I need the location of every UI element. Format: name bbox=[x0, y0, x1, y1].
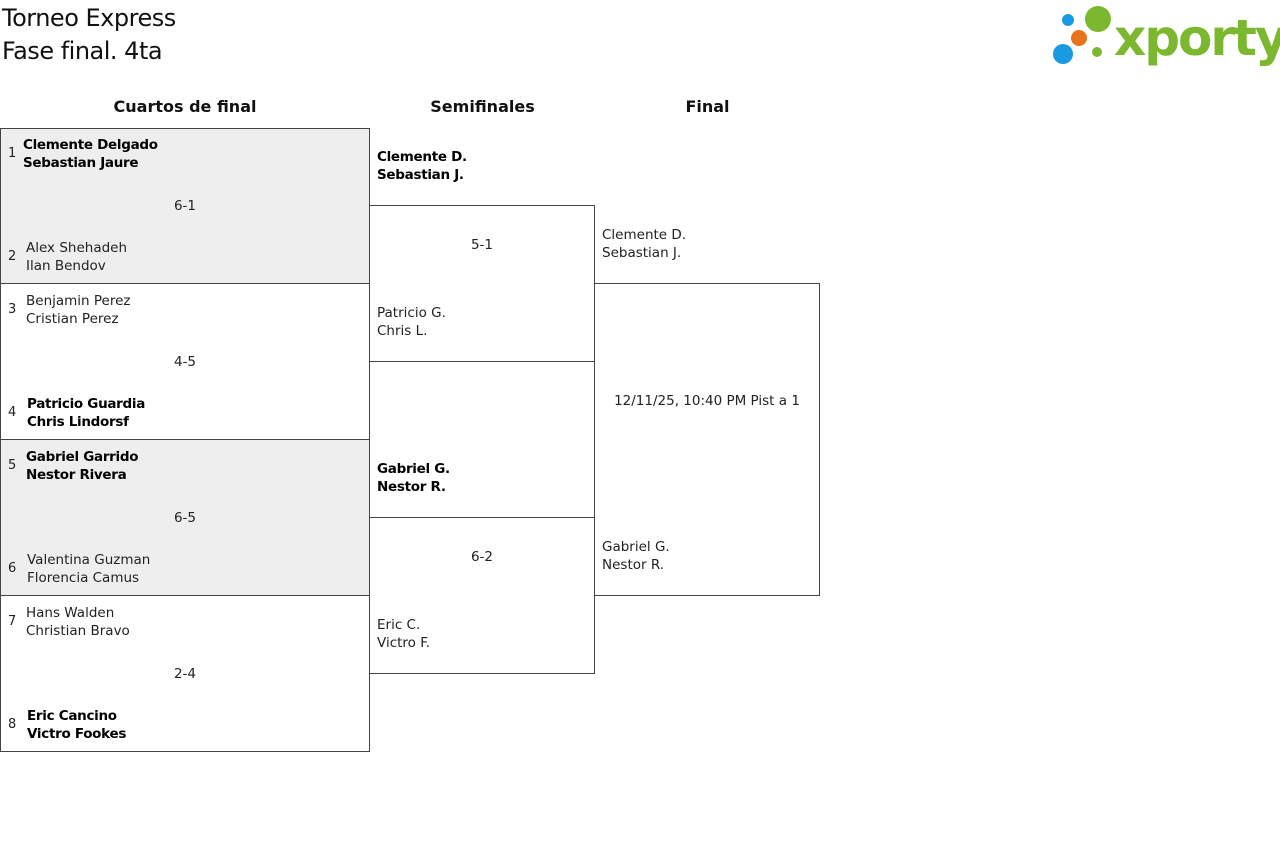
semifinal-match-2 bbox=[369, 517, 595, 674]
player-name: Clemente D. bbox=[377, 149, 467, 165]
team-entry: Gabriel G. Nestor R. bbox=[377, 460, 450, 496]
seed-number: 5 bbox=[8, 458, 17, 473]
team-entry: Clemente D. Sebastian J. bbox=[602, 226, 686, 262]
player-name: Gabriel G. bbox=[377, 461, 450, 477]
player-name: Ilan Bendov bbox=[26, 258, 106, 274]
match-schedule: 12/11/25, 10:40 PM Pist a 1 bbox=[614, 393, 800, 409]
seed-number: 6 bbox=[8, 561, 17, 576]
player-name: Valentina Guzman bbox=[27, 552, 151, 568]
team-entry: Patricio Guardia Chris Lindorsf bbox=[27, 395, 145, 431]
seed-number: 1 bbox=[8, 146, 17, 161]
team-entry: Clemente D. Sebastian J. bbox=[377, 148, 467, 184]
player-name: Nestor R. bbox=[377, 479, 446, 495]
player-name: Clemente Delgado bbox=[23, 137, 158, 153]
player-name: Eric C. bbox=[377, 617, 421, 633]
match-score: 6-2 bbox=[470, 549, 494, 565]
player-name: Nestor R. bbox=[602, 557, 665, 573]
player-name: Victro Fookes bbox=[27, 726, 127, 742]
seed-number: 3 bbox=[8, 302, 17, 317]
round-header-quarterfinals: Cuartos de final bbox=[113, 97, 257, 116]
team-entry: Gabriel Garrido Nestor Rivera bbox=[26, 448, 139, 484]
semifinal-match-1 bbox=[369, 205, 595, 362]
logo-dots-icon bbox=[1053, 6, 1111, 64]
match-score: 4-5 bbox=[173, 354, 197, 370]
player-name: Florencia Camus bbox=[27, 570, 140, 586]
player-name: Cristian Perez bbox=[26, 311, 119, 327]
tournament-phase: Fase final. 4ta bbox=[2, 37, 163, 65]
quarterfinal-match-2 bbox=[0, 283, 370, 440]
final-match bbox=[594, 283, 820, 596]
quarterfinal-match-1 bbox=[0, 128, 370, 284]
player-name: Sebastian J. bbox=[602, 245, 682, 261]
tournament-title: Torneo Express bbox=[2, 4, 176, 32]
player-name: Patricio Guardia bbox=[27, 396, 146, 412]
team-entry: Clemente Delgado Sebastian Jaure bbox=[23, 136, 158, 172]
player-name: Sebastian J. bbox=[377, 167, 464, 183]
player-name: Benjamin Perez bbox=[26, 293, 131, 309]
round-header-semifinals: Semifinales bbox=[430, 97, 535, 116]
team-entry: Valentina Guzman Florencia Camus bbox=[27, 551, 150, 587]
seed-number: 7 bbox=[8, 614, 17, 629]
player-name: Chris L. bbox=[377, 323, 428, 339]
logo-wordmark: xporty bbox=[1114, 9, 1280, 67]
team-entry: Gabriel G. Nestor R. bbox=[602, 538, 670, 574]
team-entry: Benjamin Perez Cristian Perez bbox=[26, 292, 131, 328]
round-header-final: Final bbox=[685, 97, 730, 116]
player-name: Eric Cancino bbox=[27, 708, 117, 724]
match-score: 2-4 bbox=[173, 666, 197, 682]
player-name: Sebastian Jaure bbox=[23, 155, 139, 171]
player-name: Nestor Rivera bbox=[26, 467, 127, 483]
seed-number: 8 bbox=[8, 717, 17, 732]
match-score: 6-1 bbox=[173, 198, 197, 214]
player-name: Victro F. bbox=[377, 635, 431, 651]
match-score: 6-5 bbox=[173, 510, 197, 526]
quarterfinal-match-4 bbox=[0, 595, 370, 752]
team-entry: Alex Shehadeh Ilan Bendov bbox=[26, 239, 127, 275]
seed-number: 2 bbox=[8, 249, 17, 264]
player-name: Gabriel Garrido bbox=[26, 449, 139, 465]
team-entry: Eric Cancino Victro Fookes bbox=[27, 707, 126, 743]
player-name: Hans Walden bbox=[26, 605, 115, 621]
seed-number: 4 bbox=[8, 405, 17, 420]
player-name: Patricio G. bbox=[377, 305, 446, 321]
player-name: Christian Bravo bbox=[26, 623, 130, 639]
player-name: Gabriel G. bbox=[602, 539, 670, 555]
team-entry: Patricio G. Chris L. bbox=[377, 304, 446, 340]
player-name: Chris Lindorsf bbox=[27, 414, 129, 430]
team-entry: Eric C. Victro F. bbox=[377, 616, 430, 652]
match-score: 5-1 bbox=[470, 237, 494, 253]
xporty-logo: xporty bbox=[1052, 4, 1280, 68]
team-entry: Hans Walden Christian Bravo bbox=[26, 604, 130, 640]
player-name: Clemente D. bbox=[602, 227, 687, 243]
player-name: Alex Shehadeh bbox=[26, 240, 128, 256]
